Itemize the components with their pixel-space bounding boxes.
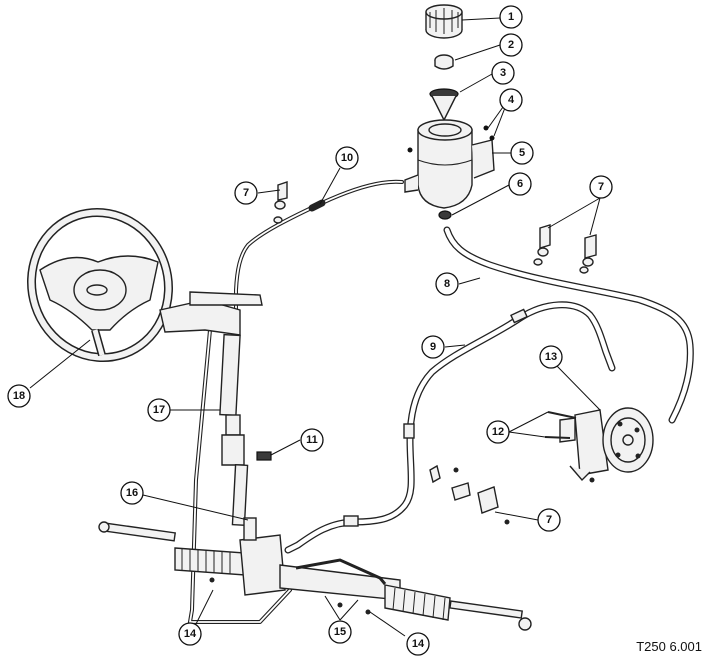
steering-pump <box>544 407 654 483</box>
svg-text:7: 7 <box>598 181 604 193</box>
callout-7-upper-left: 7 <box>234 181 258 205</box>
svg-text:6: 6 <box>517 178 523 190</box>
bolt-11 <box>256 451 272 461</box>
feed-hose-8 <box>443 226 694 424</box>
svg-text:13: 13 <box>545 351 557 363</box>
callout-2: 2 <box>499 33 523 57</box>
svg-text:3: 3 <box>500 67 506 79</box>
svg-text:15: 15 <box>334 626 346 638</box>
figure-reference-code: T250 6.001 <box>636 639 702 654</box>
cap-seal <box>434 54 454 70</box>
return-pipe-10 <box>234 179 404 332</box>
callout-4: 4 <box>499 88 523 112</box>
svg-text:2: 2 <box>508 39 514 51</box>
svg-text:18: 18 <box>13 390 25 402</box>
callout-14-right: 14 <box>406 632 430 656</box>
brackets-7 <box>273 181 597 525</box>
callout-7-upper-right: 7 <box>589 175 613 199</box>
callout-15: 15 <box>328 620 352 644</box>
steering-wheel <box>27 207 173 363</box>
callout-10: 10 <box>335 146 359 170</box>
callout-8: 8 <box>435 272 459 296</box>
callout-3: 3 <box>491 61 515 85</box>
svg-text:7: 7 <box>546 514 552 526</box>
callout-13: 13 <box>539 345 563 369</box>
callout-11: 11 <box>300 428 324 452</box>
callout-14-left: 14 <box>178 622 202 646</box>
column-tube-17 <box>188 328 292 624</box>
leader-lines <box>29 17 601 637</box>
svg-text:8: 8 <box>444 278 450 290</box>
reservoir-filter <box>429 88 459 122</box>
callout-1: 1 <box>499 5 523 29</box>
reservoir-cap <box>425 4 463 39</box>
callout-6: 6 <box>508 172 532 196</box>
svg-text:4: 4 <box>508 94 515 106</box>
callout-9: 9 <box>421 335 445 359</box>
steering-rack <box>98 517 532 631</box>
pressure-hose-9 <box>284 301 616 554</box>
svg-text:9: 9 <box>430 341 436 353</box>
svg-text:17: 17 <box>153 404 165 416</box>
svg-text:11: 11 <box>306 434 318 446</box>
callout-17: 17 <box>147 398 171 422</box>
svg-text:1: 1 <box>508 11 514 23</box>
svg-text:14: 14 <box>184 628 197 640</box>
reservoir-body <box>404 119 495 220</box>
callout-7-lower: 7 <box>537 508 561 532</box>
callout-5: 5 <box>510 141 534 165</box>
svg-text:14: 14 <box>412 638 425 650</box>
svg-text:12: 12 <box>492 426 504 438</box>
callout-16: 16 <box>120 481 144 505</box>
callout-18: 18 <box>7 384 31 408</box>
svg-text:5: 5 <box>519 147 525 159</box>
steering-column <box>159 291 263 527</box>
callout-12: 12 <box>486 420 510 444</box>
svg-text:16: 16 <box>126 487 138 499</box>
svg-text:10: 10 <box>341 152 353 164</box>
svg-text:7: 7 <box>243 187 249 199</box>
